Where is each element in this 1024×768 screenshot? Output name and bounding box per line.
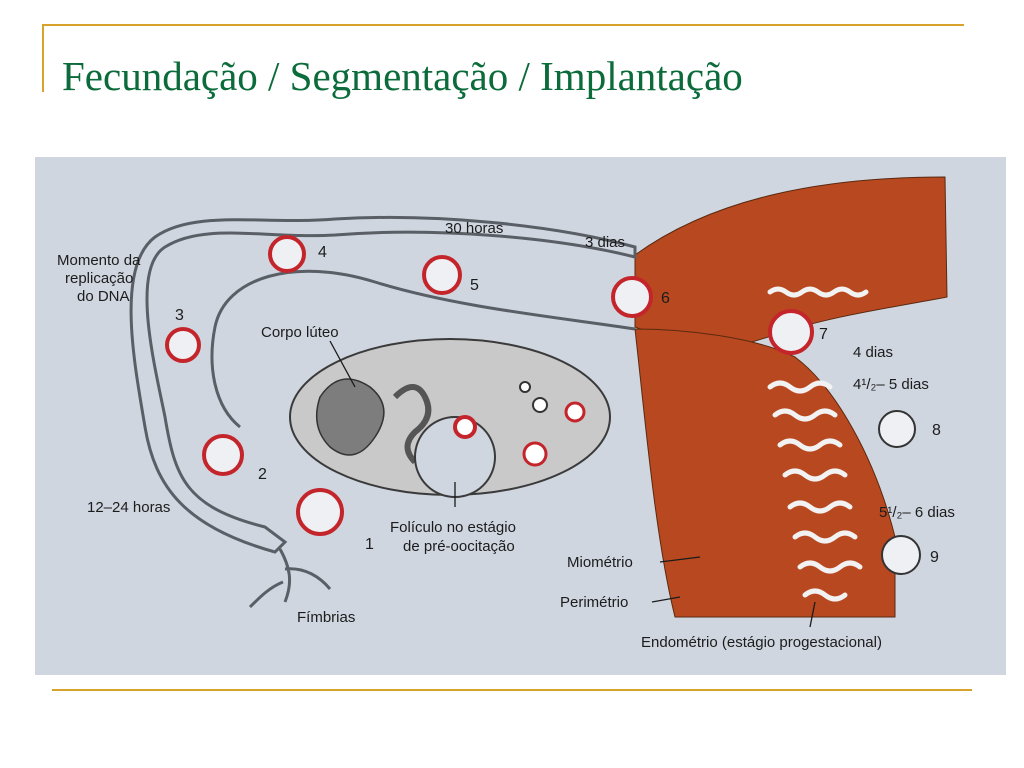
stage-1-number: 1 — [365, 536, 374, 553]
uterus-lower-wall — [634, 328, 896, 618]
stage-8-number: 8 — [932, 422, 941, 439]
slide-title: Fecundação / Segmentação / Implantação — [62, 53, 743, 99]
fimbriae — [248, 548, 332, 609]
label-foliculo-2: de pré-oocitação — [403, 538, 515, 555]
label-momento-1: Momento da — [57, 252, 141, 269]
bottom-rule — [52, 689, 972, 691]
endometrium-glands — [767, 286, 869, 602]
tube-inner-wall — [210, 269, 636, 429]
stage-4-number: 4 — [318, 244, 327, 261]
leader-lines — [329, 340, 816, 628]
label-12-24-horas: 12–24 horas — [87, 499, 170, 516]
stage-9-number: 9 — [930, 549, 939, 566]
stage-6-circle — [611, 276, 653, 318]
stage-4-circle — [268, 235, 306, 273]
label-4-dias: 4 dias — [853, 344, 893, 361]
label-3-dias: 3 dias — [585, 234, 625, 251]
ovary-folds — [392, 384, 432, 465]
stage-8-circle — [878, 410, 916, 448]
stage-6-number: 6 — [661, 290, 670, 307]
stage-2-number: 2 — [258, 466, 267, 483]
label-momento-3: do DNA — [77, 288, 130, 305]
label-fimbrias: Fímbrias — [297, 609, 355, 626]
stage-9-circle — [881, 535, 921, 575]
label-5-6-dias: 5¹/₂– 6 dias — [879, 504, 955, 521]
stage-2-circle — [202, 434, 244, 476]
left-rule — [42, 24, 44, 92]
label-perimetrio: Perimétrio — [560, 594, 628, 611]
stage-1-circle — [296, 488, 344, 536]
label-4-5-dias: 4¹/₂– 5 dias — [853, 376, 929, 393]
top-rule — [42, 24, 964, 26]
fertilization-diagram: 1 2 3 4 5 6 7 8 9 Momento da replicação … — [57, 176, 955, 651]
fallopian-tube — [129, 215, 637, 554]
stage-3-number: 3 — [175, 307, 184, 324]
follicle-oocyte — [453, 415, 477, 439]
stage-7-number: 7 — [819, 326, 828, 343]
stage-7-circle — [768, 309, 814, 355]
follicle-small-4 — [519, 381, 531, 393]
diagram-figure: 1 2 3 4 5 6 7 8 9 Momento da replicação … — [35, 157, 1006, 675]
follicle-small-2 — [564, 401, 586, 423]
stage-5-circle — [422, 255, 462, 295]
label-corpo-luteo: Corpo lúteo — [261, 324, 339, 341]
label-miometrio: Miométrio — [567, 554, 633, 571]
follicle-small-3 — [532, 397, 548, 413]
label-foliculo-1: Folículo no estágio — [390, 519, 516, 536]
follicle-small-1 — [522, 441, 548, 467]
stage-3-circle — [165, 327, 201, 363]
label-endometrio: Endométrio (estágio progestacional) — [641, 634, 882, 651]
stage-5-number: 5 — [470, 277, 479, 294]
stage-circles — [165, 235, 814, 536]
label-30-horas: 30 horas — [445, 220, 503, 237]
label-momento-2: replicação — [65, 270, 133, 287]
